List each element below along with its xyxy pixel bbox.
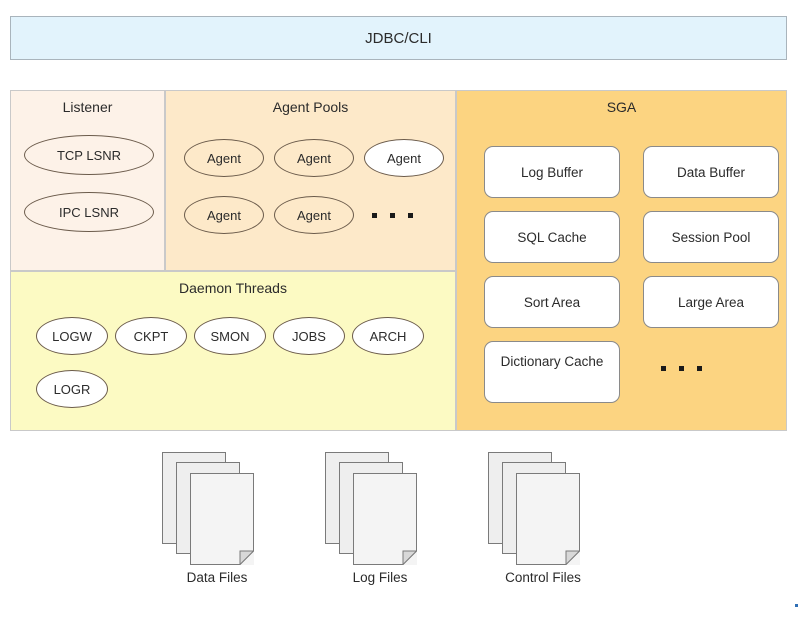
daemon-node-label: CKPT <box>133 328 169 344</box>
sga-component-sort-area: Sort Area <box>484 276 620 328</box>
agent-node-4: Agent <box>184 196 264 234</box>
agent-node-label: Agent <box>387 150 421 166</box>
file-page-front <box>353 473 417 565</box>
sga-component-log-buffer: Log Buffer <box>484 146 620 198</box>
file-stack-label: Data Files <box>186 570 248 585</box>
sga-component-label: Data Buffer <box>676 164 746 180</box>
agent-node-label: Agent <box>297 150 331 166</box>
panel-daemon-threads: Daemon Threads LOGW CKPT SMON JOBS ARCH … <box>10 271 456 431</box>
corner-artifact-dot <box>795 604 798 607</box>
client-interface-banner: JDBC/CLI <box>10 16 787 60</box>
listener-node-label: IPC LSNR <box>59 204 119 220</box>
file-stack-log-files: Log Files <box>325 452 435 585</box>
daemon-node-label: LOGW <box>52 328 92 344</box>
sga-component-label: Dictionary Cache <box>500 354 604 369</box>
sga-component-label: SQL Cache <box>517 229 587 245</box>
agent-node-2: Agent <box>274 139 354 177</box>
sga-component-session-pool: Session Pool <box>643 211 779 263</box>
sga-component-large-area: Large Area <box>643 276 779 328</box>
sga-component-label: Session Pool <box>671 229 751 245</box>
daemon-node-jobs: JOBS <box>273 317 345 355</box>
listener-node-ipc-lsnr: IPC LSNR <box>24 192 154 232</box>
agent-node-label: Agent <box>207 207 241 223</box>
panel-daemon-threads-title: Daemon Threads <box>179 280 287 296</box>
panel-listener-title: Listener <box>62 99 113 115</box>
file-stack-label: Control Files <box>505 570 581 585</box>
sga-component-data-buffer: Data Buffer <box>643 146 779 198</box>
daemon-node-logr: LOGR <box>36 370 108 408</box>
agent-pools-more-dots-icon <box>372 213 413 218</box>
panel-agent-pools-title: Agent Pools <box>272 99 349 115</box>
listener-node-tcp-lsnr: TCP LSNR <box>24 135 154 175</box>
daemon-node-logw: LOGW <box>36 317 108 355</box>
listener-node-label: TCP LSNR <box>56 147 122 163</box>
daemon-node-arch: ARCH <box>352 317 424 355</box>
sga-component-sql-cache: SQL Cache <box>484 211 620 263</box>
daemon-node-ckpt: CKPT <box>115 317 187 355</box>
client-interface-label: JDBC/CLI <box>365 29 432 47</box>
file-page-front <box>516 473 580 565</box>
daemon-node-label: ARCH <box>369 328 407 344</box>
panel-agent-pools: Agent Pools Agent Agent Agent Agent Agen… <box>165 90 456 271</box>
sga-component-label: Large Area <box>677 294 745 310</box>
agent-node-5: Agent <box>274 196 354 234</box>
file-stack-data-files: Data Files <box>162 452 272 585</box>
agent-node-label: Agent <box>297 207 331 223</box>
agent-node-label: Agent <box>207 150 241 166</box>
sga-more-dots-icon <box>661 366 702 371</box>
sga-component-dictionary-cache: Dictionary Cache <box>484 341 620 403</box>
agent-node-1: Agent <box>184 139 264 177</box>
daemon-node-label: SMON <box>210 328 250 344</box>
sga-component-label: Log Buffer <box>520 164 584 180</box>
daemon-node-label: LOGR <box>53 381 91 397</box>
daemon-node-label: JOBS <box>292 328 326 344</box>
sga-component-label: Sort Area <box>523 294 581 310</box>
panel-listener: Listener TCP LSNR IPC LSNR <box>10 90 165 271</box>
database-server-frame: Listener TCP LSNR IPC LSNR Agent Pools A… <box>10 90 787 431</box>
panel-sga-title: SGA <box>606 99 637 115</box>
file-stack-control-files: Control Files <box>488 452 598 585</box>
file-stack-label: Log Files <box>352 570 408 585</box>
agent-node-3: Agent <box>364 139 444 177</box>
panel-sga: SGA Log Buffer Data Buffer SQL Cache Ses… <box>456 90 787 431</box>
file-page-front <box>190 473 254 565</box>
daemon-node-smon: SMON <box>194 317 266 355</box>
